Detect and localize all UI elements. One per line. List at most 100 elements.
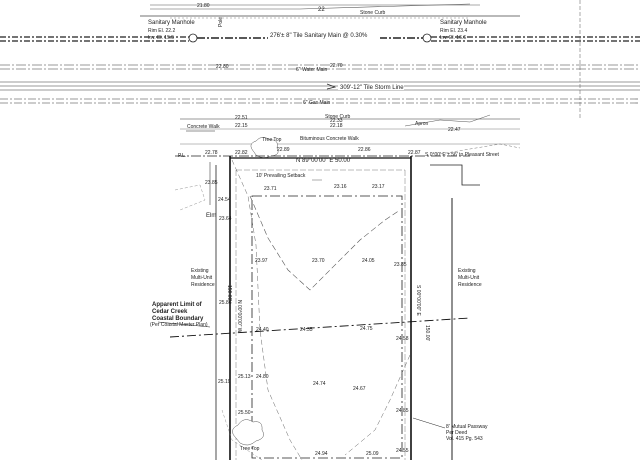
elev-e5: 22.78 [205, 150, 218, 156]
elev-e21: 25.86 [219, 300, 232, 306]
setback-label: 10' Prevailing Setback [256, 173, 306, 179]
elev-e22: 24.40 [256, 327, 269, 333]
elev-e10: 22.47 [448, 127, 461, 133]
sanitary-main-label: 276'± 8" Tile Sanitary Main @ 0.30% [270, 33, 368, 39]
water-elev-left: 22.80 [216, 64, 229, 70]
street-frontage: Stone Curb 22.51 22.33 22.18 22.15 Apron… [175, 114, 521, 159]
elev-e9: 22.87 [408, 150, 421, 156]
street-number: 22 [318, 7, 325, 13]
elev-e27: 25.13 [238, 374, 251, 380]
manhole-left-symbol [188, 33, 198, 43]
water-elev-right: 22.70 [330, 63, 343, 69]
passway-label-1: 8' Mutual Passway [446, 424, 488, 430]
elev-e2: 22.33 [330, 118, 343, 124]
north-bearing-label: N 89°00'00" E 50.00' [296, 158, 351, 164]
elev-e24: 24.75 [360, 326, 373, 332]
elev-e12: 23.16 [334, 184, 347, 190]
elev-e30: 24.67 [353, 386, 366, 392]
elev-e17: 23.97 [255, 258, 268, 264]
storm-line: 309'-12" Tile Storm Line [0, 81, 640, 91]
elev-e7: 22.89 [277, 147, 290, 153]
gas-main-label: 6" Gas Main [303, 100, 331, 106]
east-distance-label: 150.00' [424, 325, 430, 341]
manhole-right-inv: Inv. El. 16.6 [440, 35, 466, 41]
elev-e13: 23.17 [372, 184, 385, 190]
left-residence-2: Multi-Unit [191, 275, 213, 281]
elev-e8: 22.86 [358, 147, 371, 153]
coastal-boundary: Apparent Limit of Cedar Creek Coastal Bo… [150, 302, 471, 338]
apron-label: Apron [415, 121, 429, 127]
right-residence-3: Residence [458, 282, 482, 288]
manhole-right-rim: Rim El. 23.4 [440, 28, 467, 34]
sanitary-manhole-left: Sanitary Manhole Rim El. 22.2 Inv. El. 1… [148, 20, 198, 43]
top-curb-area: 21.80 22 Stone Curb Pole [140, 3, 520, 27]
east-bearing-label: S 00°00'00" E [415, 285, 421, 317]
elev-e26: 25.19 [218, 379, 231, 385]
gas-main: 6" Gas Main [0, 98, 640, 106]
adjacent-right: Existing Multi-Unit Residence [430, 164, 482, 460]
elev-e6: 22.82 [235, 150, 248, 156]
water-main-label: 6" Water Main [296, 67, 328, 73]
utility-pole-label: Pole [218, 17, 224, 27]
passway-label-2: Per Deed [446, 430, 467, 436]
boundary-label-4: (Per Coastal Master Plan) [150, 322, 208, 328]
manhole-left-inv: Inv. El. 15.5 [148, 35, 174, 41]
elev-e4: 22.15 [235, 123, 248, 129]
manhole-left-rim: Rim El. 22.2 [148, 28, 175, 34]
tree-bottom-label: Tree Top [240, 446, 260, 452]
tree-top-icon [250, 137, 279, 158]
elev-e34: 24.85 [396, 408, 409, 414]
elev-e1: 22.51 [235, 115, 248, 121]
spot-elevations: 23.71 23.16 23.17 23.97 23.70 24.05 23.8… [218, 184, 409, 457]
tree-top-label: Tree Top [262, 137, 282, 143]
west-distance-label: 150.00' [226, 285, 232, 301]
storm-flow-arrow-icon [326, 83, 337, 90]
right-residence-2: Multi-Unit [458, 275, 480, 281]
elev-e11: 23.71 [264, 186, 277, 192]
water-main: 22.80 22.70 6" Water Main [0, 63, 640, 73]
elev-e29: 24.74 [313, 381, 326, 387]
tree-bottom-icon [232, 419, 264, 446]
boundary-label-1: Apparent Limit of [152, 302, 203, 308]
elm-label: Elm [206, 213, 216, 219]
storm-line-label: 309'-12" Tile Storm Line [340, 85, 404, 91]
elev-e20: 23.85 [394, 262, 407, 268]
adjacent-left: 23.85 24.54 23.64 Elm Existing Multi-Uni… [174, 162, 232, 460]
elev-e19: 24.05 [362, 258, 375, 264]
elev-e3: 22.18 [330, 123, 343, 129]
right-residence-1: Existing [458, 268, 476, 274]
sanitary-manhole-right: Sanitary Manhole Rim El. 23.4 Inv. El. 1… [422, 20, 487, 43]
lot-boundary: N 89°00'00" E 50.00' 10' Prevailing Setb… [226, 156, 430, 460]
boundary-label-2: Cedar Creek [152, 309, 188, 315]
street-line-marker: P.L. [178, 153, 186, 159]
elev-e23: 24.35 [300, 327, 313, 333]
elev-e31: 25.50 [238, 410, 251, 416]
left-residence-3: Residence [191, 282, 215, 288]
stone-curb-top-label: Stone Curb [360, 10, 386, 16]
elev-e14: 23.85 [205, 180, 218, 186]
bituminous-walk-label: Bituminous Concrete Walk [300, 136, 359, 142]
passway-label-3: Vol. 415 Pg. 543 [446, 436, 483, 442]
terrain-lines [221, 159, 411, 460]
elev-top-left: 21.80 [197, 3, 210, 9]
elev-e15: 24.54 [218, 197, 231, 203]
left-residence-1: Existing [191, 268, 209, 274]
elev-e28: 24.80 [256, 374, 269, 380]
elev-e16: 23.64 [219, 216, 232, 222]
boundary-label-3: Coastal Boundary [152, 316, 204, 322]
bottom-tree: Tree Top [232, 419, 264, 452]
manhole-right-symbol [422, 33, 432, 43]
elev-e33: 25.09 [366, 451, 379, 457]
mutual-passway: 8' Mutual Passway Per Deed Vol. 415 Pg. … [412, 417, 488, 442]
west-bearing-label: N 00°00'00" W [236, 300, 242, 333]
sanitary-main: 276'± 8" Tile Sanitary Main @ 0.30% [0, 31, 640, 42]
manhole-left-title: Sanitary Manhole [148, 20, 195, 26]
elev-e32: 24.94 [315, 451, 328, 457]
concrete-walk-label: Concrete Walk [187, 124, 220, 130]
manhole-right-title: Sanitary Manhole [440, 20, 487, 26]
stone-curb-label: Stone Curb [325, 114, 351, 120]
street-line-label: S 0°00' E ± 56' to Pleasant Street [425, 152, 500, 158]
elev-e25: 24.58 [396, 336, 409, 342]
elev-e18: 23.70 [312, 258, 325, 264]
